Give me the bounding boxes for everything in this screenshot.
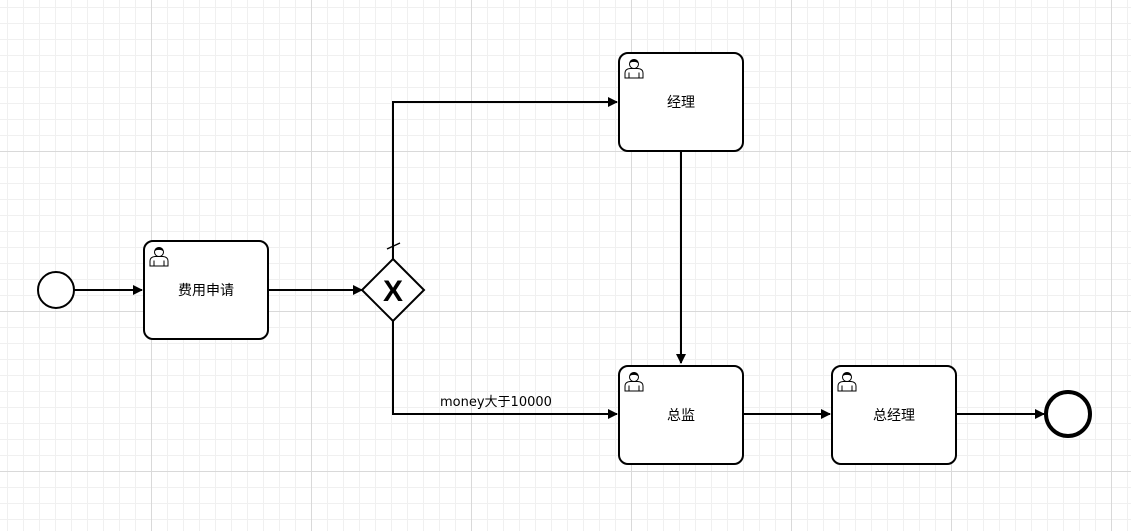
task-label: 总监: [667, 408, 695, 424]
gateway-diamond: [360, 257, 426, 323]
task-label: 经理: [667, 95, 695, 111]
start-event[interactable]: [37, 271, 75, 309]
default-flow-marker: [386, 242, 401, 250]
task-director[interactable]: 总监: [618, 365, 744, 465]
task-manager[interactable]: 经理: [618, 52, 744, 152]
condition-label: money大于10000: [440, 395, 552, 410]
flow-gateway-to-director[interactable]: [392, 321, 618, 419]
exclusive-gateway[interactable]: X: [360, 257, 426, 323]
exclusive-gateway-icon: X: [383, 275, 403, 308]
user-task-icon: [624, 372, 644, 392]
user-task-icon: [149, 247, 169, 267]
end-event[interactable]: [1044, 390, 1092, 438]
task-expense-apply[interactable]: 费用申请: [143, 240, 269, 340]
task-label: 费用申请: [178, 283, 234, 299]
task-label: 总经理: [873, 408, 915, 424]
task-general-manager[interactable]: 总经理: [831, 365, 957, 465]
user-task-icon: [624, 59, 644, 79]
flow-gateway-to-manager[interactable]: [392, 97, 618, 259]
user-task-icon: [837, 372, 857, 392]
